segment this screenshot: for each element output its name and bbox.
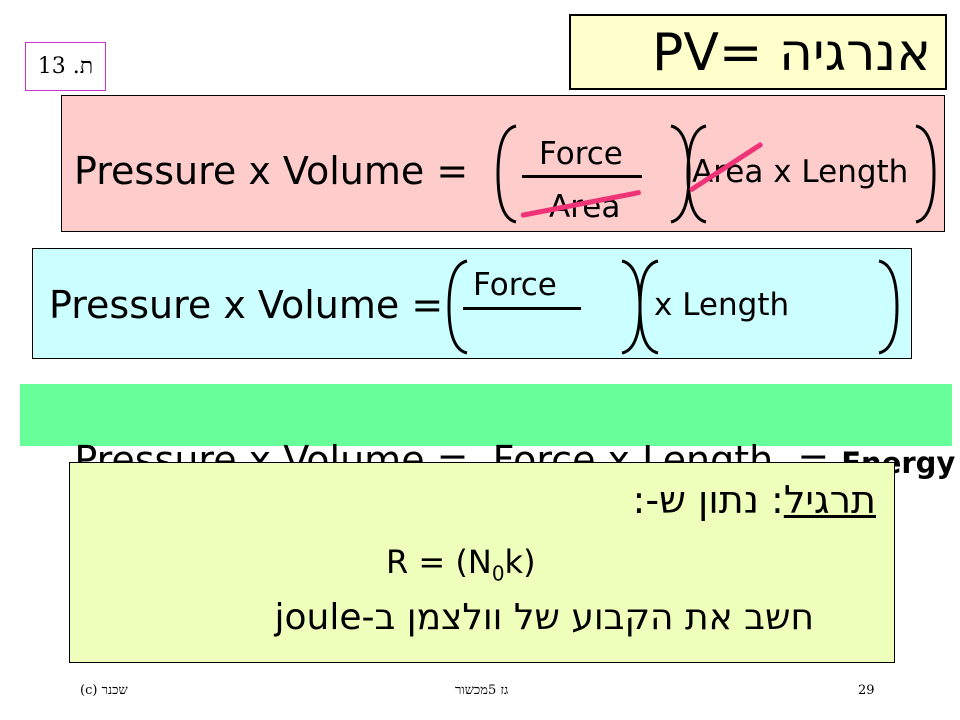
equation-row-3: Pressure x Volume = Force x Length = Ene… (20, 384, 955, 482)
row2-numerator: Force (473, 267, 557, 303)
equation-row-1: Pressure x Volume = Force Area Area x Le… (61, 95, 945, 232)
row1-second-term: Area x Length (692, 154, 909, 190)
row1-lhs: Pressure x Volume = (74, 149, 469, 193)
equation-row-2: Pressure x Volume = Force x Length (32, 248, 912, 359)
exercise-given: : נתון ש-: (632, 478, 784, 522)
row1-left-bracket (496, 124, 517, 224)
slide-number-tag: ת. 13 (25, 42, 106, 91)
footer-course: גז 5מכשור (455, 683, 509, 698)
row2-left-bracket (447, 259, 468, 355)
title-box: PV= אנרגיה (569, 14, 947, 90)
row2-middle-left-bracket (638, 259, 659, 355)
row1-right-bracket (915, 124, 936, 224)
formula-subscript: 0 (491, 561, 505, 586)
exercise-formula: R = (N0k) (386, 541, 536, 594)
exercise-label: תרגיל (783, 478, 876, 522)
row2-fraction-line (463, 307, 581, 310)
row1-middle-left-bracket (686, 124, 707, 224)
footer-author: שכנר (c) (80, 683, 128, 698)
formula-end: k) (504, 543, 536, 581)
exercise-box: תרגיל: נתון ש-: R = (N0k) חשב את הקבוע ש… (69, 462, 895, 663)
row2-lhs: Pressure x Volume = (49, 283, 444, 327)
slide-title: PV= אנרגיה (652, 23, 931, 83)
exercise-heading: תרגיל: נתון ש-: (633, 477, 876, 523)
row1-fraction-line (522, 175, 642, 178)
exercise-question: חשב את הקבוע של וולצמן ב-joule (274, 597, 814, 638)
footer-page-number: 29 (858, 683, 875, 698)
formula-r: R = (N (386, 543, 492, 581)
row1-numerator: Force (539, 136, 623, 172)
row2-second-term: x Length (654, 287, 790, 323)
row2-right-bracket (878, 259, 899, 355)
